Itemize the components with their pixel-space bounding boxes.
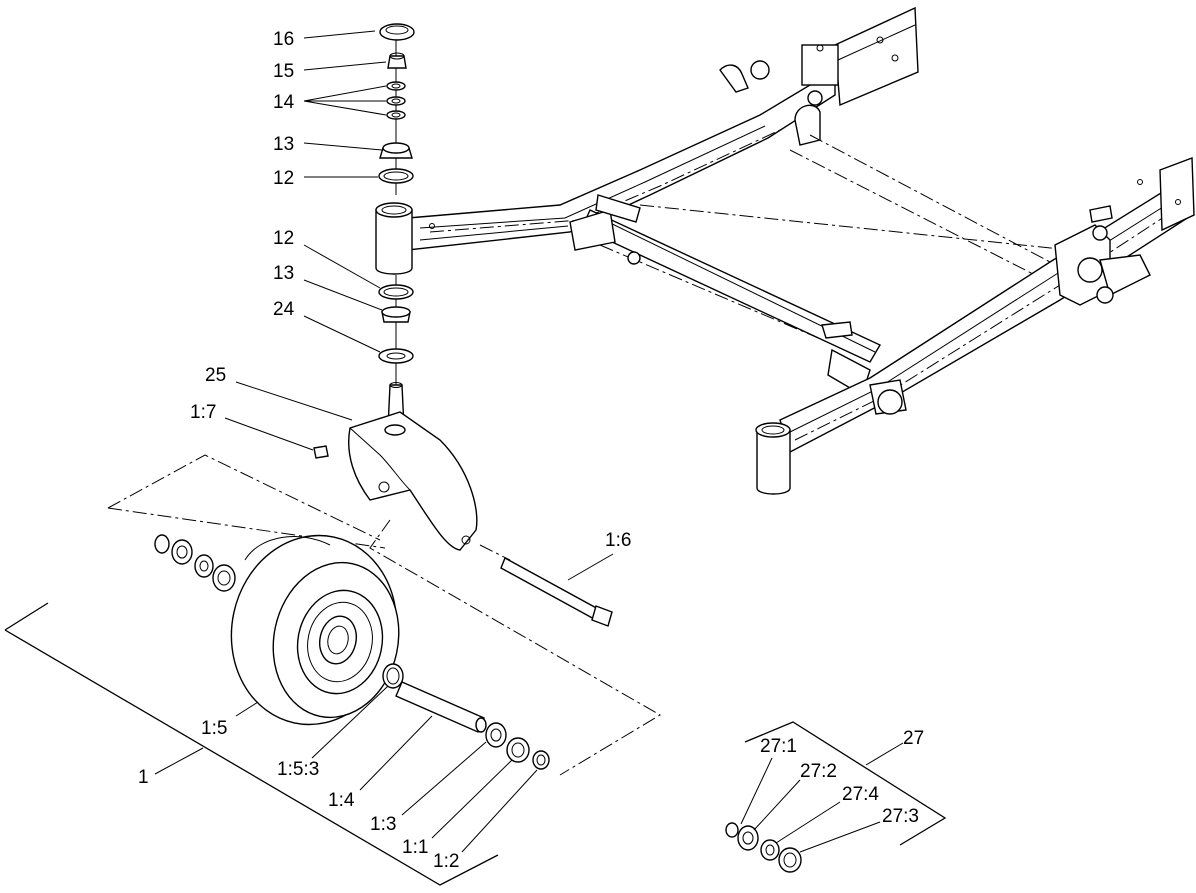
- callout-13-lower: 13: [273, 263, 294, 284]
- callout-27-2: 27:2: [800, 761, 837, 782]
- callout-27: 27: [903, 728, 924, 749]
- wheel-assembly: [4, 454, 661, 886]
- callout-15: 15: [273, 61, 294, 82]
- callout-1-4: 1:4: [328, 790, 355, 811]
- leader-lines: [154, 30, 904, 853]
- callouts: 16 15 14 13 12 12 13 24 25 1:7 1:6 1:5 1…: [138, 29, 924, 872]
- callout-1: 1: [138, 767, 149, 788]
- kit-27: [725, 721, 947, 873]
- callout-16: 16: [273, 29, 294, 50]
- callout-24: 24: [273, 299, 295, 320]
- callout-27-1: 27:1: [760, 736, 797, 757]
- callout-1-3: 1:3: [370, 814, 396, 835]
- callout-27-3: 27:3: [882, 806, 919, 827]
- caster-fork: [313, 382, 478, 551]
- callout-13-upper: 13: [273, 134, 294, 155]
- callout-1-5-3: 1:5:3: [277, 759, 319, 780]
- callout-12-upper: 12: [273, 168, 294, 189]
- callout-1-7: 1:7: [190, 402, 216, 423]
- callout-25: 25: [205, 365, 226, 386]
- callout-1-1: 1:1: [402, 837, 428, 858]
- callout-1-2: 1:2: [433, 851, 459, 872]
- spindle-stack: [378, 23, 415, 385]
- callout-12-lower: 12: [273, 228, 294, 249]
- mower-frame: [375, 6, 1195, 495]
- callout-27-4: 27:4: [842, 784, 879, 805]
- callout-1-6: 1:6: [605, 530, 631, 551]
- callout-14: 14: [273, 92, 295, 113]
- callout-1-5: 1:5: [201, 718, 227, 739]
